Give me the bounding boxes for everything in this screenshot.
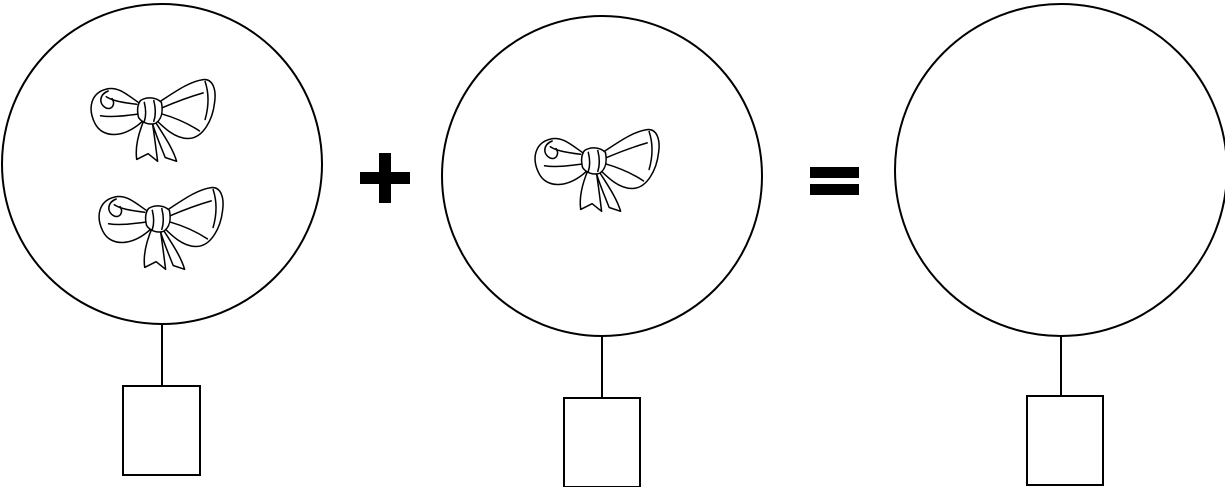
answer-box-2[interactable] <box>564 398 640 487</box>
answer-box-3[interactable] <box>1027 396 1103 485</box>
group-circle-3[interactable] <box>895 4 1225 336</box>
plus-sign-icon <box>360 153 410 203</box>
answer-box-1[interactable] <box>123 386 200 475</box>
bow-icon <box>91 80 215 162</box>
group-circle-2 <box>442 16 762 336</box>
bow-icon <box>99 188 223 270</box>
bow-icon <box>535 130 659 212</box>
group-circle-1 <box>2 4 322 324</box>
equals-sign-icon <box>810 167 859 195</box>
